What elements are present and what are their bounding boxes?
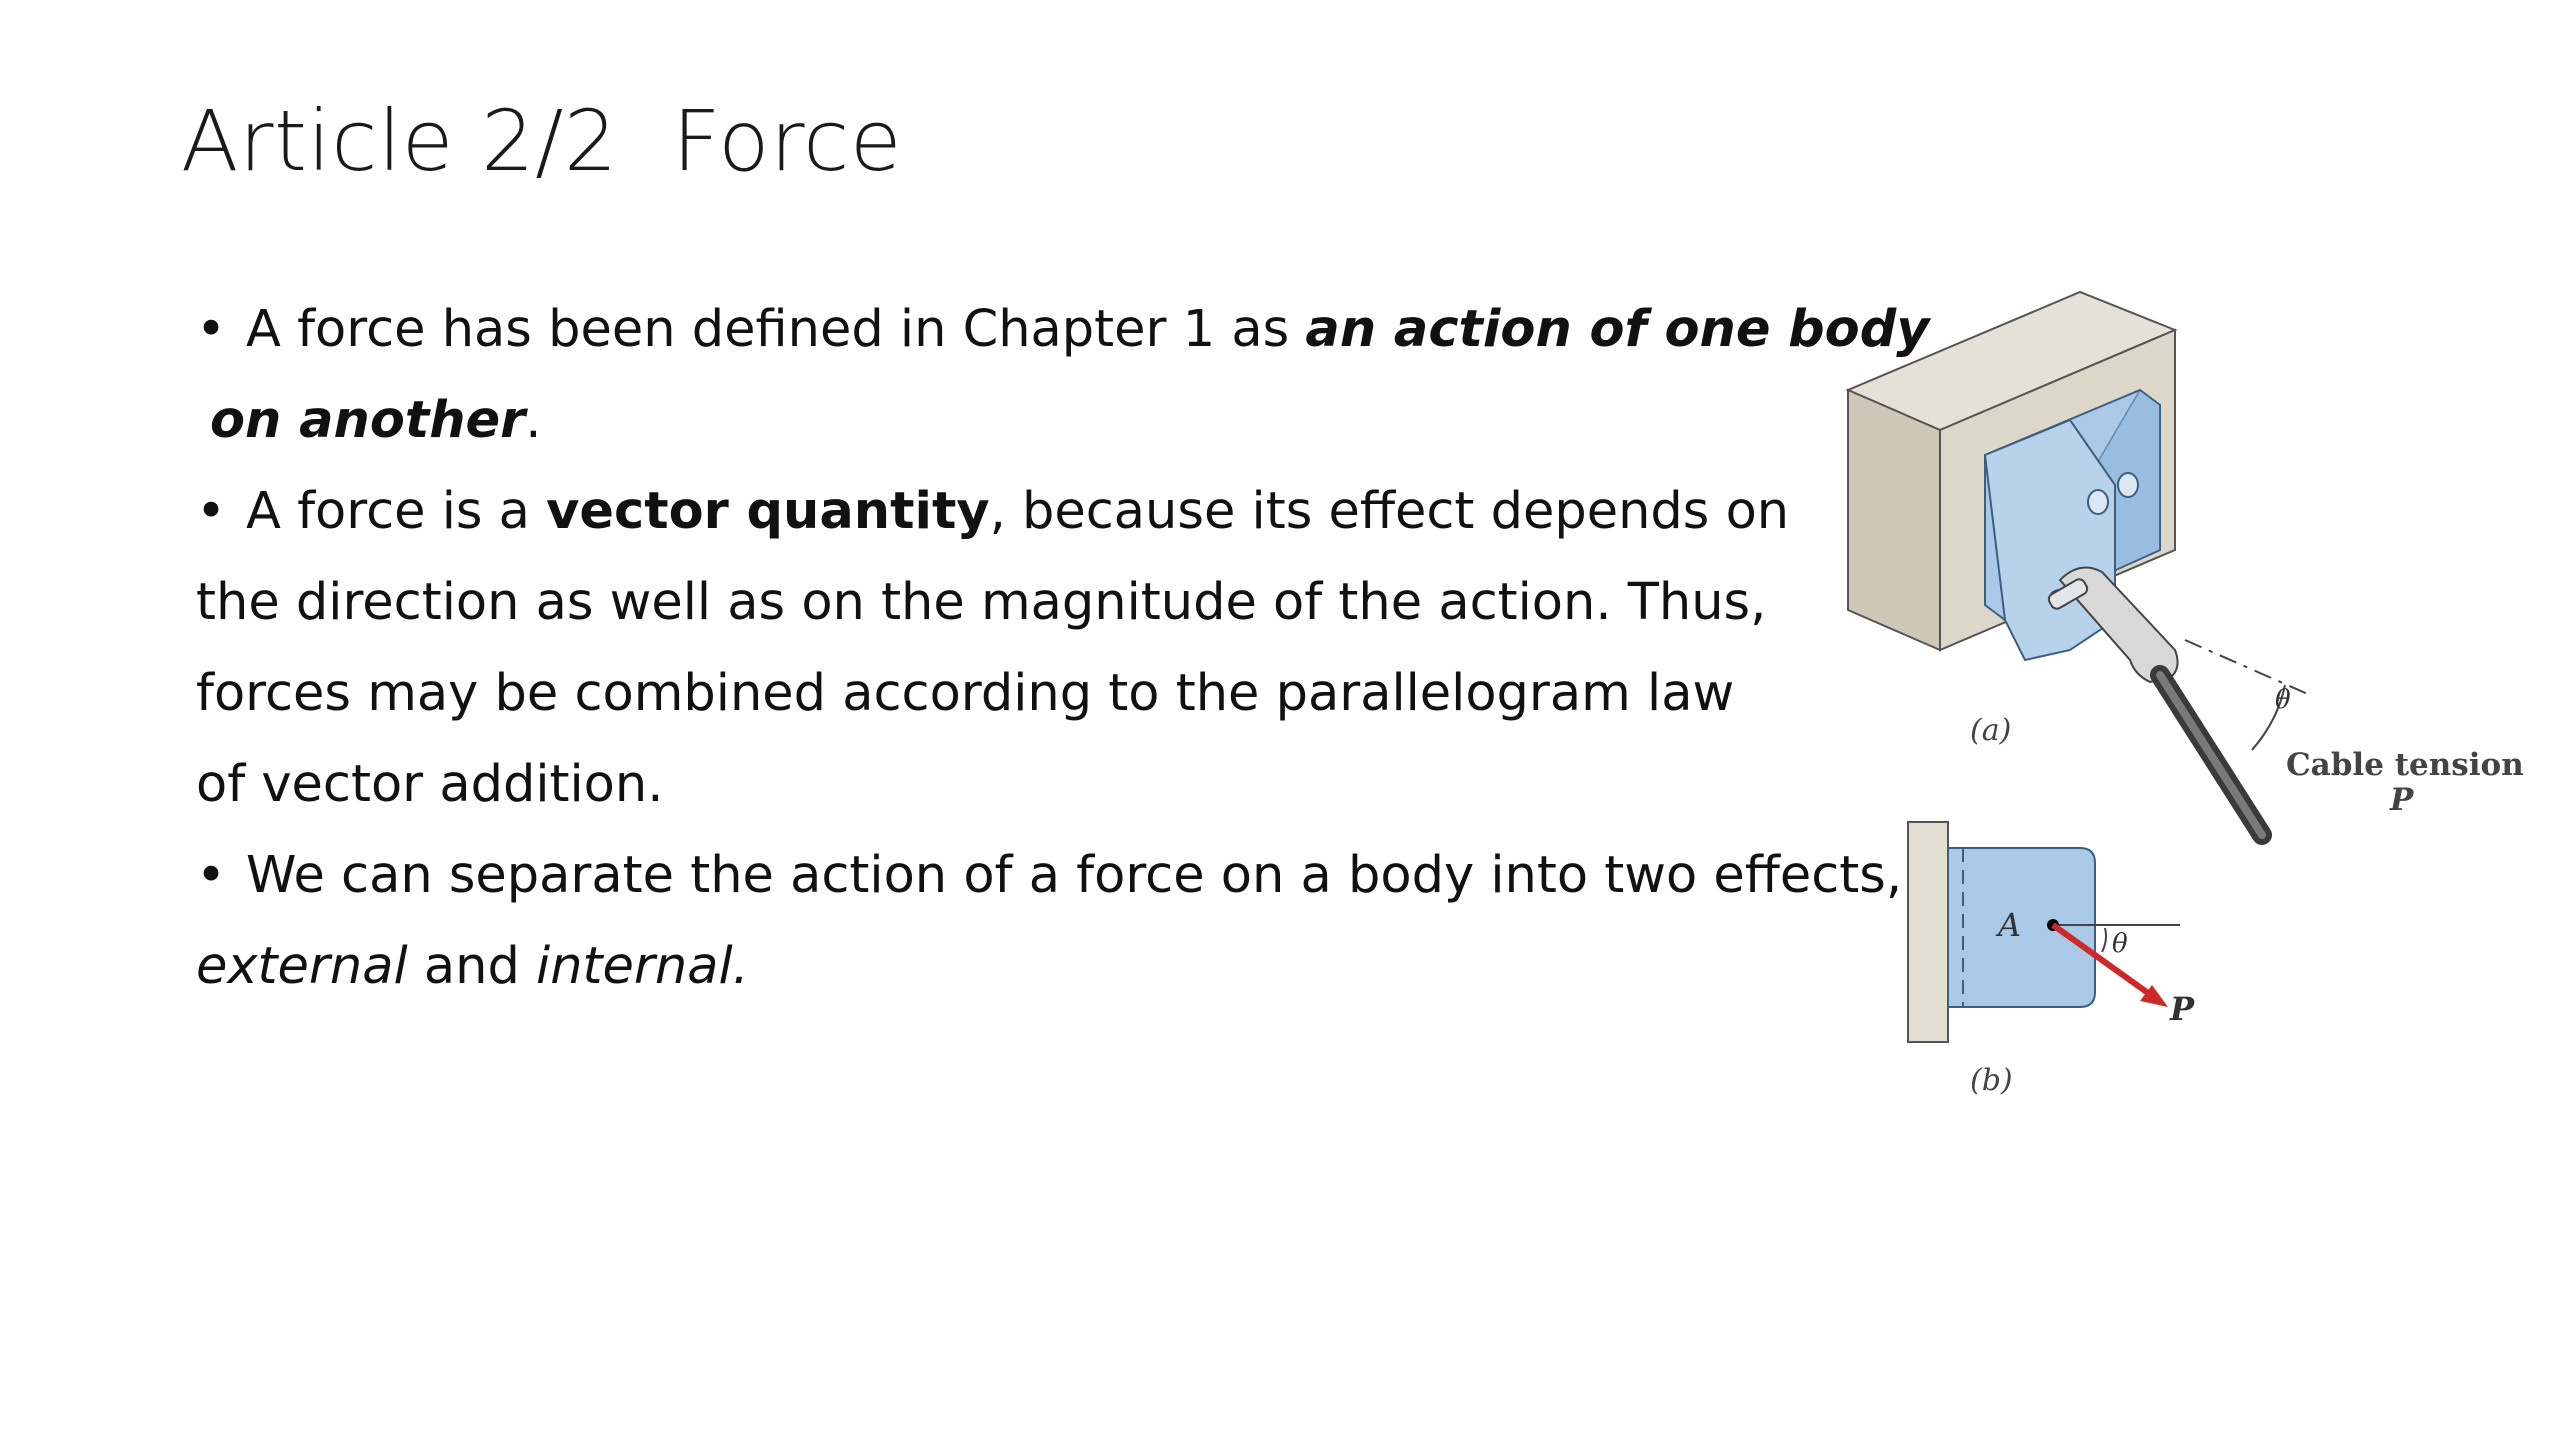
bullet-icon: • (196, 846, 227, 905)
bullet-icon: • (196, 482, 227, 541)
cable-tension-symbol: P (2389, 782, 2415, 818)
force-arrow (2051, 922, 2168, 1007)
italic-term: external (196, 937, 408, 996)
cable-tension-label: Cable tension (2286, 747, 2524, 783)
bullet-2-line-2: the direction as well as on the magnitud… (196, 573, 1767, 632)
bullet-1-line-1: •A force has been defined in Chapter 1 a… (196, 284, 1929, 375)
figure-label-b: (b) (1970, 1063, 2013, 1098)
bullet-2-line-4: of vector addition. (196, 755, 664, 814)
theta-label-b: θ (2112, 929, 2128, 959)
cable (2150, 665, 2272, 845)
wall-section (1907, 821, 1949, 1043)
bullet-icon: • (196, 300, 227, 359)
emphasis-text: an action of one body (1305, 300, 1930, 359)
force-figure: θ (a) Cable tension P θ A (1830, 280, 2530, 1140)
emphasis-text: on another (210, 391, 526, 450)
force-p-label: P (2169, 990, 2195, 1028)
slide-title: Article 2/2 Force (181, 92, 903, 190)
bold-term: vector quantity (546, 482, 990, 541)
bullet-2-line-1: •A force is a vector quantity, because i… (196, 466, 1816, 557)
angle-theta-a: θ (2184, 639, 2311, 751)
point-a-label: A (1995, 906, 2021, 944)
italic-term: internal. (536, 937, 749, 996)
bullet-3-line-1: •We can separate the action of a force o… (196, 830, 1902, 921)
bullet-2-line-3: forces may be combined according to the … (196, 664, 1735, 723)
figure-label-a: (a) (1970, 713, 2011, 748)
bullet-1-line-2: on another. (210, 391, 542, 450)
clevis (2047, 566, 2179, 684)
force-figure-svg: θ (a) Cable tension P θ A (1845, 290, 2524, 1098)
bullet-3-line-2: external and internal. (196, 937, 749, 996)
bracket-section (1947, 847, 2096, 1008)
bracket (1983, 388, 2161, 662)
slide-body: •A force has been defined in Chapter 1 a… (196, 284, 1929, 1012)
theta-label-a: θ (2275, 685, 2291, 715)
